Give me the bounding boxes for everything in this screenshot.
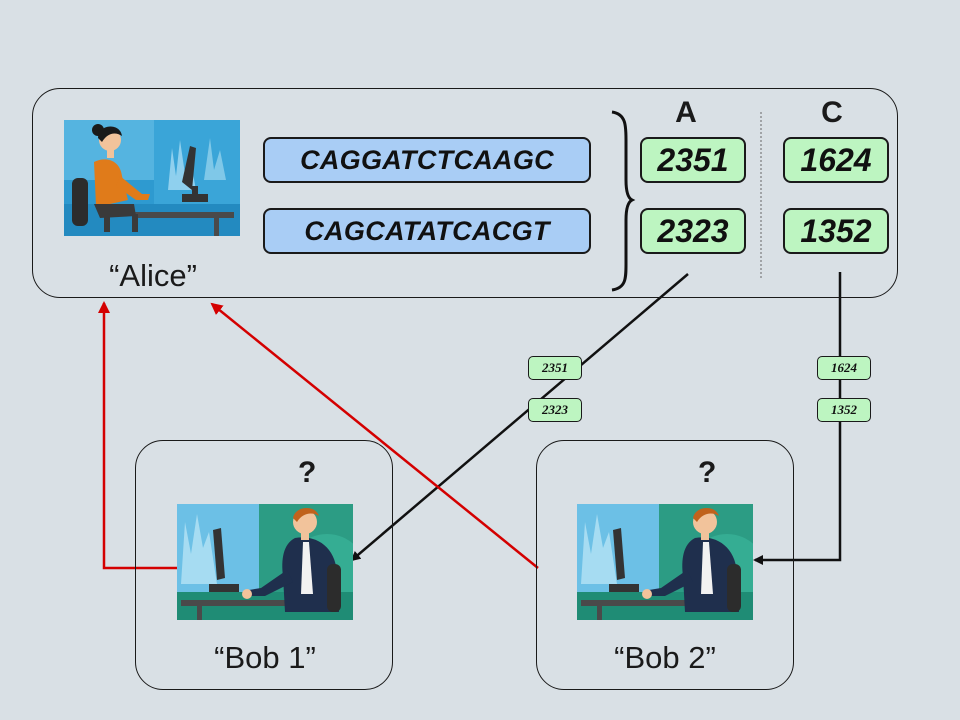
bob1-container xyxy=(135,440,393,690)
transmitted-c-2: 1352 xyxy=(817,398,871,422)
bob1-question-mark: ? xyxy=(298,456,317,489)
bob2-label: “Bob 2” xyxy=(614,640,716,675)
arrow-bob1-to-alice xyxy=(98,301,177,570)
arrow-bob2-to-alice xyxy=(210,302,539,569)
alice-container xyxy=(32,88,898,298)
column-a-header: A xyxy=(675,96,697,129)
bob2-container xyxy=(536,440,794,690)
column-a-value-2: 2323 xyxy=(640,208,746,254)
bob2-avatar xyxy=(577,504,753,620)
transmitted-c-1: 1624 xyxy=(817,356,871,380)
transmitted-a-2: 2323 xyxy=(528,398,582,422)
column-a-value-1: 2351 xyxy=(640,137,746,183)
transmitted-a-1: 2351 xyxy=(528,356,582,380)
sequence-2: CAGCATATCACGT xyxy=(263,208,591,254)
column-c-header: C xyxy=(821,96,843,129)
bob2-question-mark: ? xyxy=(698,456,717,489)
alice-avatar xyxy=(64,120,240,236)
column-c-value-2: 1352 xyxy=(783,208,889,254)
bob1-label: “Bob 1” xyxy=(214,640,316,675)
sequence-1: CAGGATCTCAAGC xyxy=(263,137,591,183)
man-at-computer-icon xyxy=(577,504,753,620)
column-c-value-1: 1624 xyxy=(783,137,889,183)
arrow-a-to-bob1 xyxy=(350,273,689,562)
bob1-avatar xyxy=(177,504,353,620)
woman-at-computer-icon xyxy=(64,120,240,236)
curly-brace xyxy=(611,110,636,292)
man-at-computer-icon xyxy=(177,504,353,620)
alice-label: “Alice” xyxy=(109,258,197,293)
